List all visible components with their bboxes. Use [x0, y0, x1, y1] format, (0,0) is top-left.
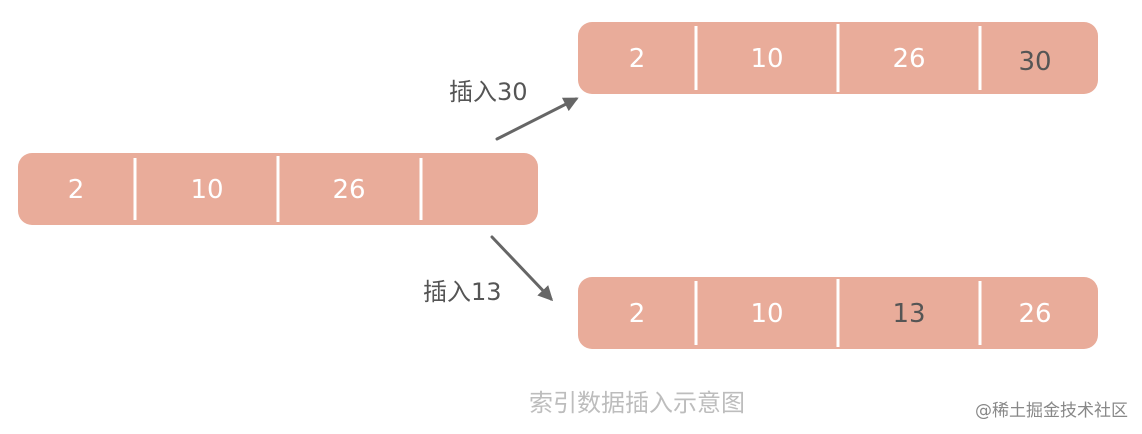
- result-block-bottom: 2 10 13 26: [578, 277, 1098, 349]
- result-top-cell-3: 26: [892, 44, 925, 74]
- result-bottom-cell-2: 10: [750, 299, 783, 329]
- insert-13-label: 插入13: [423, 278, 502, 306]
- diagram-caption: 索引数据插入示意图: [529, 389, 745, 417]
- result-top-cell-1: 2: [629, 44, 646, 74]
- insert-30-label: 插入30: [449, 78, 528, 106]
- result-top-cell-2: 10: [750, 44, 783, 74]
- result-top-cell-4-new: 30: [1018, 47, 1051, 77]
- source-block: 2 10 26: [18, 153, 538, 225]
- result-block-top: 2 10 26 30: [578, 22, 1098, 94]
- arrow-insert-30: [495, 97, 579, 141]
- result-bottom-cell-1: 2: [629, 299, 646, 329]
- result-bottom-cell-3-new: 13: [892, 299, 925, 329]
- source-cell-3: 26: [332, 175, 365, 205]
- source-cell-2: 10: [190, 175, 223, 205]
- source-cell-1: 2: [68, 175, 85, 205]
- result-bottom-cell-4: 26: [1018, 299, 1051, 329]
- arrow-insert-13: [490, 235, 554, 302]
- watermark: @稀土掘金技术社区: [975, 401, 1128, 421]
